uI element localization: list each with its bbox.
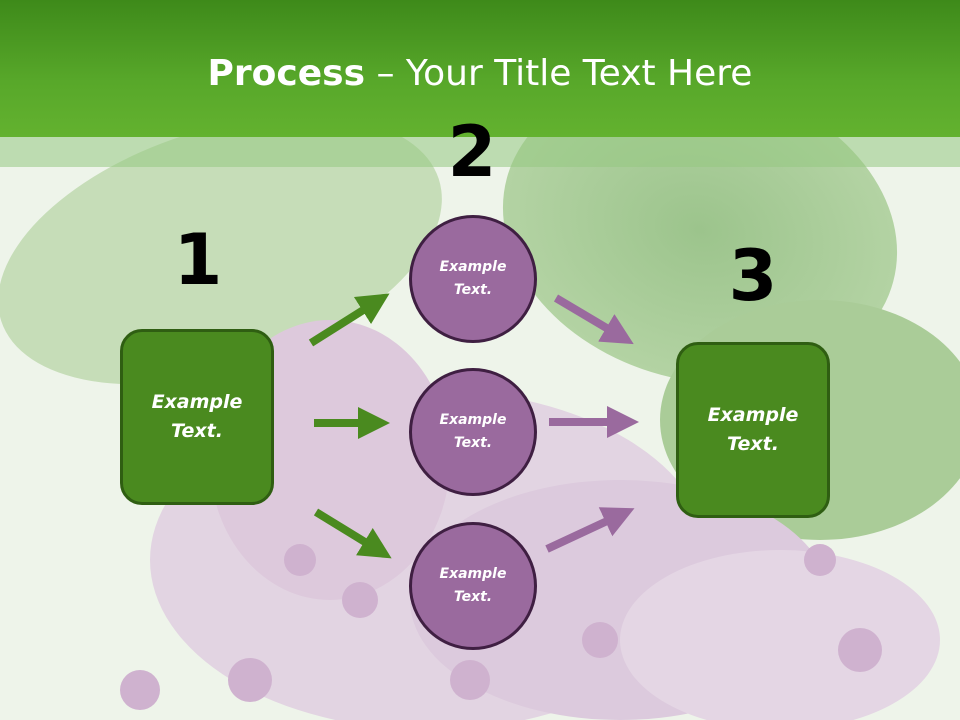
step-3-box: Example Text. xyxy=(676,342,830,518)
slide-title-bold: Process xyxy=(207,53,366,94)
circle-bottom-text: Example Text. xyxy=(439,566,507,605)
green-arrow-down xyxy=(313,508,392,559)
step-1-box: Example Text. xyxy=(120,329,274,505)
circle-top-text: Example Text. xyxy=(439,259,507,298)
step-number-1: 1 xyxy=(173,219,223,301)
purple-arrow-down xyxy=(553,294,634,345)
step-number-3: 3 xyxy=(728,235,778,317)
title-bar xyxy=(0,0,960,137)
step-2-circle-bottom: Example Text. xyxy=(409,522,537,650)
green-arrow-up xyxy=(308,293,390,347)
step-2-circle-top: Example Text. xyxy=(409,215,537,343)
step-3-text: Example Text. xyxy=(707,404,799,455)
circle-middle-text: Example Text. xyxy=(439,412,507,451)
step-1-text: Example Text. xyxy=(151,391,243,442)
slide-title-rest: – Your Title Text Here xyxy=(365,53,753,94)
slide-title: Process – Your Title Text Here xyxy=(0,52,960,96)
title-bar-strip xyxy=(0,137,960,167)
step-2-circle-middle: Example Text. xyxy=(409,368,537,496)
step-number-2: 2 xyxy=(447,111,497,193)
purple-arrow-up xyxy=(545,507,635,553)
